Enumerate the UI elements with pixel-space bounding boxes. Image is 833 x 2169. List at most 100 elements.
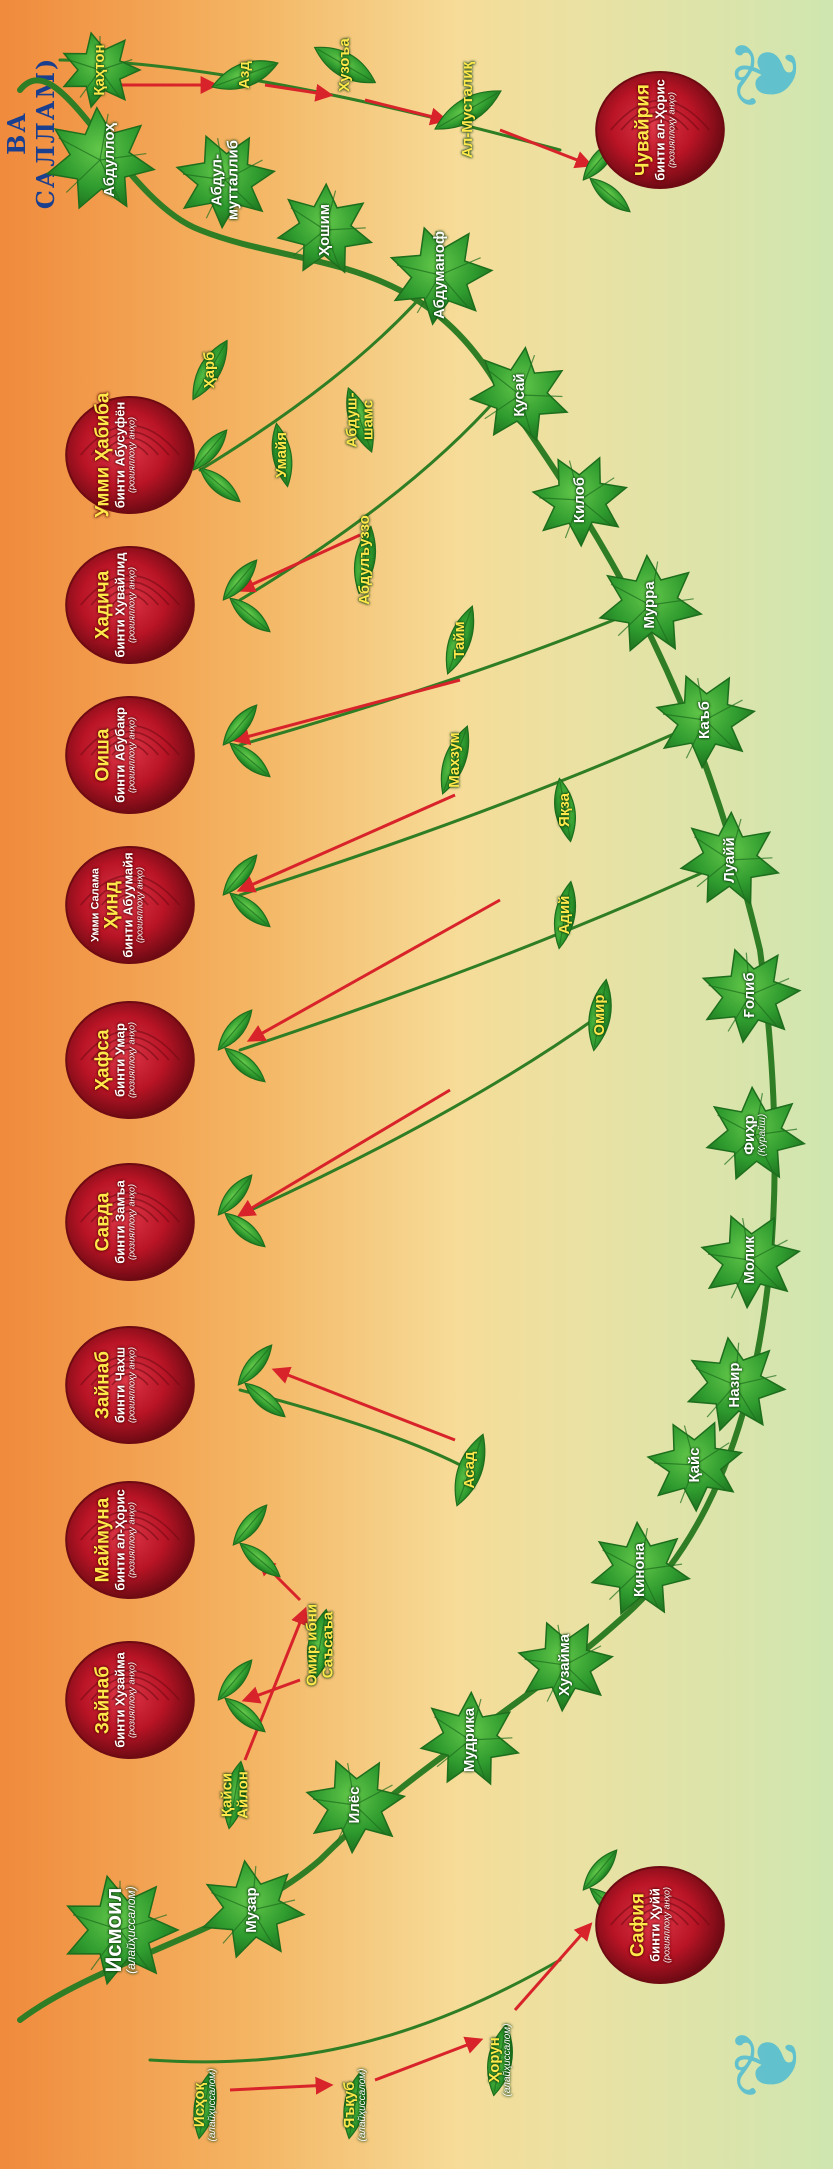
arrow-azd-xuzoa	[265, 85, 330, 95]
leaf-qaysi-aylon: Қайси Айлон	[219, 1771, 251, 1819]
leaf-abdulloh: Абдуллоҳ	[102, 123, 118, 197]
wife-honorific: (розияллоҳу анҳо)	[136, 852, 145, 957]
trio-leaf-a-1	[217, 555, 262, 605]
wife-honorific: (розияллоҳу анҳо)	[127, 1489, 136, 1590]
leaf-yaqub-label: Яъқуб	[341, 2082, 358, 2129]
leaf-hoshim: Ҳошим	[317, 204, 333, 256]
leaf-al-mustaliq: Ал-Мусталиқ	[460, 62, 476, 158]
wife-lineage: бинти Хузайма	[113, 1652, 127, 1748]
arrow-horun-safiya	[515, 1925, 590, 2010]
wife-lineage: бинти Абубакр	[113, 707, 127, 803]
leaf-fihr-label: Фиҳр	[741, 1115, 758, 1155]
arrow-asad-zaynab	[275, 1370, 455, 1440]
trio-leaf-b-2	[225, 737, 275, 782]
leaf-abdul-muttalib: Абдул- мутталлиб	[209, 140, 241, 220]
wife-zaynab-khuzayma: Зайнаб бинти Хузайма (розияллоҳу анҳо)	[93, 1652, 136, 1748]
branch-stem-2	[240, 605, 650, 745]
wife-lineage: бинти ал-Ҳорис	[653, 79, 667, 180]
leaf-luayy: Луайй	[722, 837, 738, 882]
leaf-molik: Молик	[742, 1236, 758, 1284]
wife-umm-habiba: Умми Ҳабиба бинти Абусуфён (розияллоҳу а…	[93, 393, 136, 518]
leaf-yaqub-sub: (алайҳиссалом)	[358, 2069, 369, 2142]
arrow-ishoq-yaqub	[230, 2085, 330, 2090]
wife-lineage: бинти Абусуфён	[113, 393, 127, 518]
leaf-ismoil-sub: (алайҳиссалом)	[125, 1886, 138, 1974]
trio-leaf-b-7	[235, 1537, 285, 1582]
branch-stem-3	[240, 720, 705, 895]
leaf-azd: Азд	[237, 61, 253, 89]
leaf-nazir: Назир	[727, 1362, 743, 1407]
wife-honorific: (розияллоҳу анҳо)	[127, 393, 136, 518]
wife-name: Чувайрия	[632, 84, 653, 176]
wife-name: Ҳафса	[92, 1029, 113, 1090]
leaf-omir: Омир	[592, 994, 608, 1035]
wife-lineage: бинти Ҳуйй	[648, 1887, 662, 1963]
trio-leaf-a-5	[212, 1170, 257, 1220]
wife-khadija: Хадича бинти Хувайлид (розияллоҳу анҳо)	[93, 552, 136, 657]
wife-lineage: бинти ал-Ҳорис	[113, 1489, 127, 1590]
wife-lineage: бинти Умар	[113, 1022, 127, 1098]
wife-name: Сафия	[627, 1893, 648, 1957]
leaf-xuzoa: Хузоъа	[337, 38, 353, 91]
wife-name: Ҳинд	[101, 881, 122, 929]
arrow-mustaliq-juwayriya	[500, 130, 590, 165]
leaf-xuzayma: Хузайма	[557, 1634, 573, 1696]
leaf-ishoq: Исҳоқ (алайҳиссалом)	[192, 2069, 218, 2142]
leaf-adiy: Адий	[557, 896, 573, 935]
leaf-qays: Қайс	[687, 1447, 703, 1482]
trio-leaf-b-3	[225, 887, 275, 932]
wife-honorific: (розияллоҳу анҳо)	[127, 1022, 136, 1098]
wife-lineage: бинти Замъа	[113, 1180, 127, 1264]
arrow-omir-sawda	[240, 1090, 450, 1215]
trio-leaf-b-1	[225, 592, 275, 637]
leaf-ilyos: Илёс	[347, 1787, 363, 1824]
leaf-murra: Мурра	[642, 581, 658, 628]
leaf-golib: Ғолиб	[742, 972, 758, 1017]
wife-lineage: бинти Чахш	[113, 1347, 127, 1423]
arrow-abdulhuzzo-khadija	[240, 535, 360, 590]
arrow-maxzum-ummsalama	[240, 795, 455, 890]
wife-name: Маймуна	[92, 1498, 113, 1583]
arrow-yaqub-horun	[375, 2040, 480, 2080]
wife-hafsa: Ҳафса бинти Умар (розияллоҳу анҳо)	[93, 1022, 136, 1098]
wife-maymuna: Маймуна бинти ал-Ҳорис (розияллоҳу анҳо)	[93, 1489, 136, 1590]
leaf-fihr: Фиҳр (Курайш)	[742, 1114, 768, 1156]
branch-stem-5	[240, 1015, 600, 1215]
wife-name: Оиша	[92, 729, 113, 782]
leaf-ishoq-label: Исҳоқ	[191, 2083, 208, 2127]
wife-honorific: (розияллоҳу анҳо)	[127, 552, 136, 657]
wife-zaynab-jahsh: Зайнаб бинти Чахш (розияллоҳу анҳо)	[93, 1347, 136, 1423]
leaf-horun-sub: (алайҳиссалом)	[503, 2024, 514, 2097]
trio-leaf-a-6	[232, 1340, 277, 1390]
wife-safiya: Сафия бинти Ҳуйй (розияллоҳу анҳо)	[628, 1887, 671, 1963]
branch-stem-0	[200, 275, 440, 470]
leaf-asad: Асад	[462, 1451, 478, 1488]
leaf-ismoil: Исмоил (алайҳиссалом)	[102, 1886, 138, 1974]
arrow-xuzoa-mustaliq	[365, 100, 445, 120]
arrow-taym-aisha	[235, 680, 460, 740]
leaf-yaqza: Яқза	[557, 793, 573, 827]
wife-name: Зайнаб	[92, 1351, 113, 1419]
leaf-umayya: Умайя	[274, 432, 290, 478]
wife-name: Зайнаб	[92, 1666, 113, 1734]
leaf-kinona: Кинона	[632, 1543, 648, 1597]
trio-leaf-a-2	[217, 700, 262, 750]
wife-name: Савда	[92, 1193, 113, 1252]
wife-honorific: (розияллоҳу анҳо)	[127, 707, 136, 803]
leaf-horun-label: Ҳорун	[486, 2037, 503, 2083]
leaf-ismoil-label: Исмоил	[101, 1888, 126, 1973]
arrow-qaysi-omir	[245, 1610, 305, 1760]
branch-stem-4	[240, 860, 730, 1050]
leaf-yaqub: Яъқуб (алайҳиссалом)	[342, 2069, 368, 2142]
leaf-abdumanof: Абдуманоф	[432, 231, 448, 319]
leaf-harb: Ҳарб	[202, 352, 218, 389]
leaf-kilob: Килоб	[572, 477, 588, 523]
wife-umm-salama: Умми Салама Ҳинд бинти Абуумайя (розиялл…	[91, 852, 146, 957]
trio-leaf-a-7	[227, 1500, 272, 1550]
leaf-abdushams: Абдуш- шамс	[344, 392, 376, 447]
leaf-omir-ibni: Омир ибни Саъсаъа	[304, 1604, 336, 1686]
wife-sawda: Савда бинти Замъа (розияллоҳу анҳо)	[93, 1180, 136, 1264]
wife-honorific: (розияллоҳу анҳо)	[127, 1652, 136, 1748]
leaf-qusay: Қусай	[512, 373, 528, 416]
